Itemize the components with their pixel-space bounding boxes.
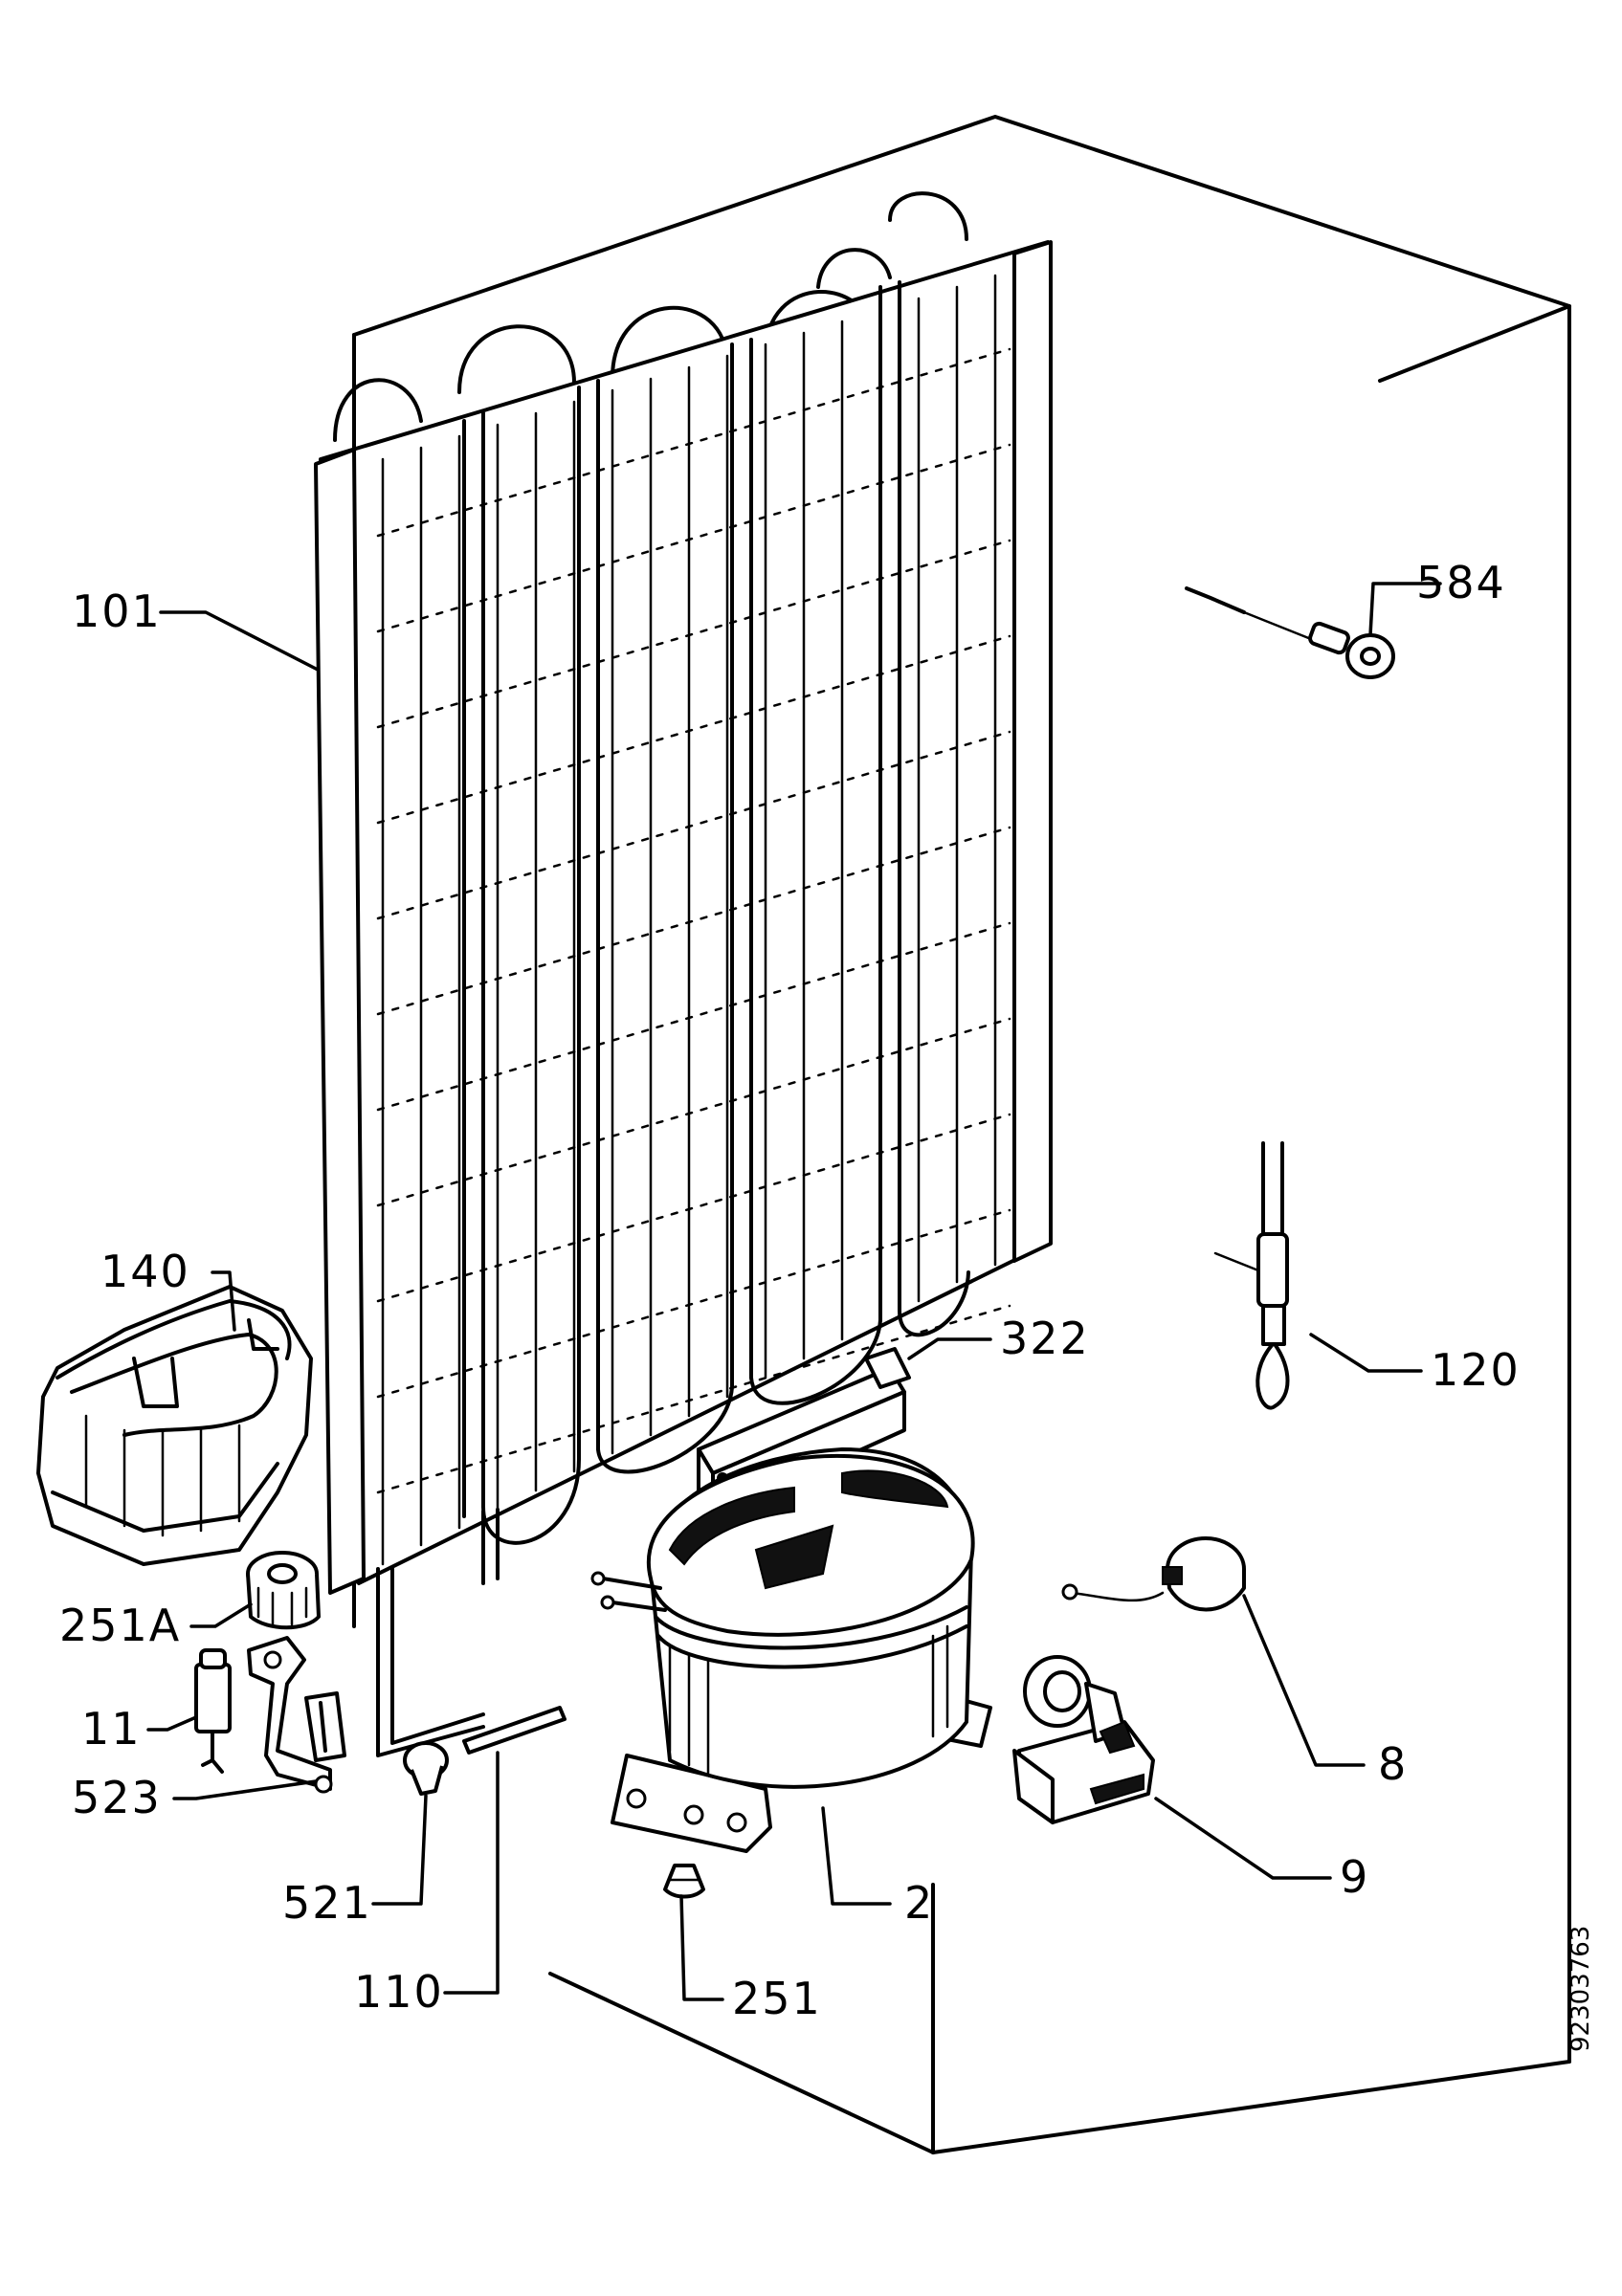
- callout-11: 11: [81, 1703, 142, 1755]
- callout-523: 523: [72, 1772, 162, 1823]
- callout-9: 9: [1340, 1851, 1369, 1903]
- callout-521: 521: [282, 1877, 372, 1929]
- leader-lines: [146, 582, 1442, 2001]
- callout-2: 2: [904, 1877, 934, 1929]
- callout-110: 110: [354, 1966, 444, 2018]
- callout-251: 251: [732, 1973, 822, 2024]
- callout-101: 101: [72, 585, 162, 637]
- callout-140: 140: [100, 1246, 190, 1297]
- plug-521: [403, 1741, 449, 1796]
- probe-120: [1213, 1141, 1290, 1410]
- overload-8: [1061, 1536, 1246, 1612]
- relay-11: [194, 1648, 232, 1774]
- callout-8: 8: [1378, 1738, 1408, 1790]
- compressor-2: [590, 1447, 992, 1853]
- clip-523: [247, 1636, 346, 1794]
- callout-labels: 101 584 140 322 120 251A 11 8 523 9 521 …: [59, 557, 1521, 2024]
- condenser-outlet-pipe: [376, 1508, 500, 1757]
- callout-322: 322: [1000, 1313, 1090, 1364]
- grommet-251: [663, 1864, 705, 1899]
- drip-tray-140: [36, 1285, 313, 1566]
- sensor-584: [1185, 586, 1395, 679]
- starter-9: [1012, 1655, 1155, 1824]
- callout-251A: 251A: [59, 1600, 181, 1651]
- tube-110: [462, 1706, 567, 1755]
- callout-584: 584: [1416, 557, 1506, 608]
- document-number: 92303763: [1566, 1926, 1595, 2052]
- condenser-tubes: [462, 280, 970, 1545]
- condenser-coil: [314, 191, 1053, 1595]
- callout-120: 120: [1431, 1344, 1521, 1396]
- grommet-251A: [246, 1551, 321, 1630]
